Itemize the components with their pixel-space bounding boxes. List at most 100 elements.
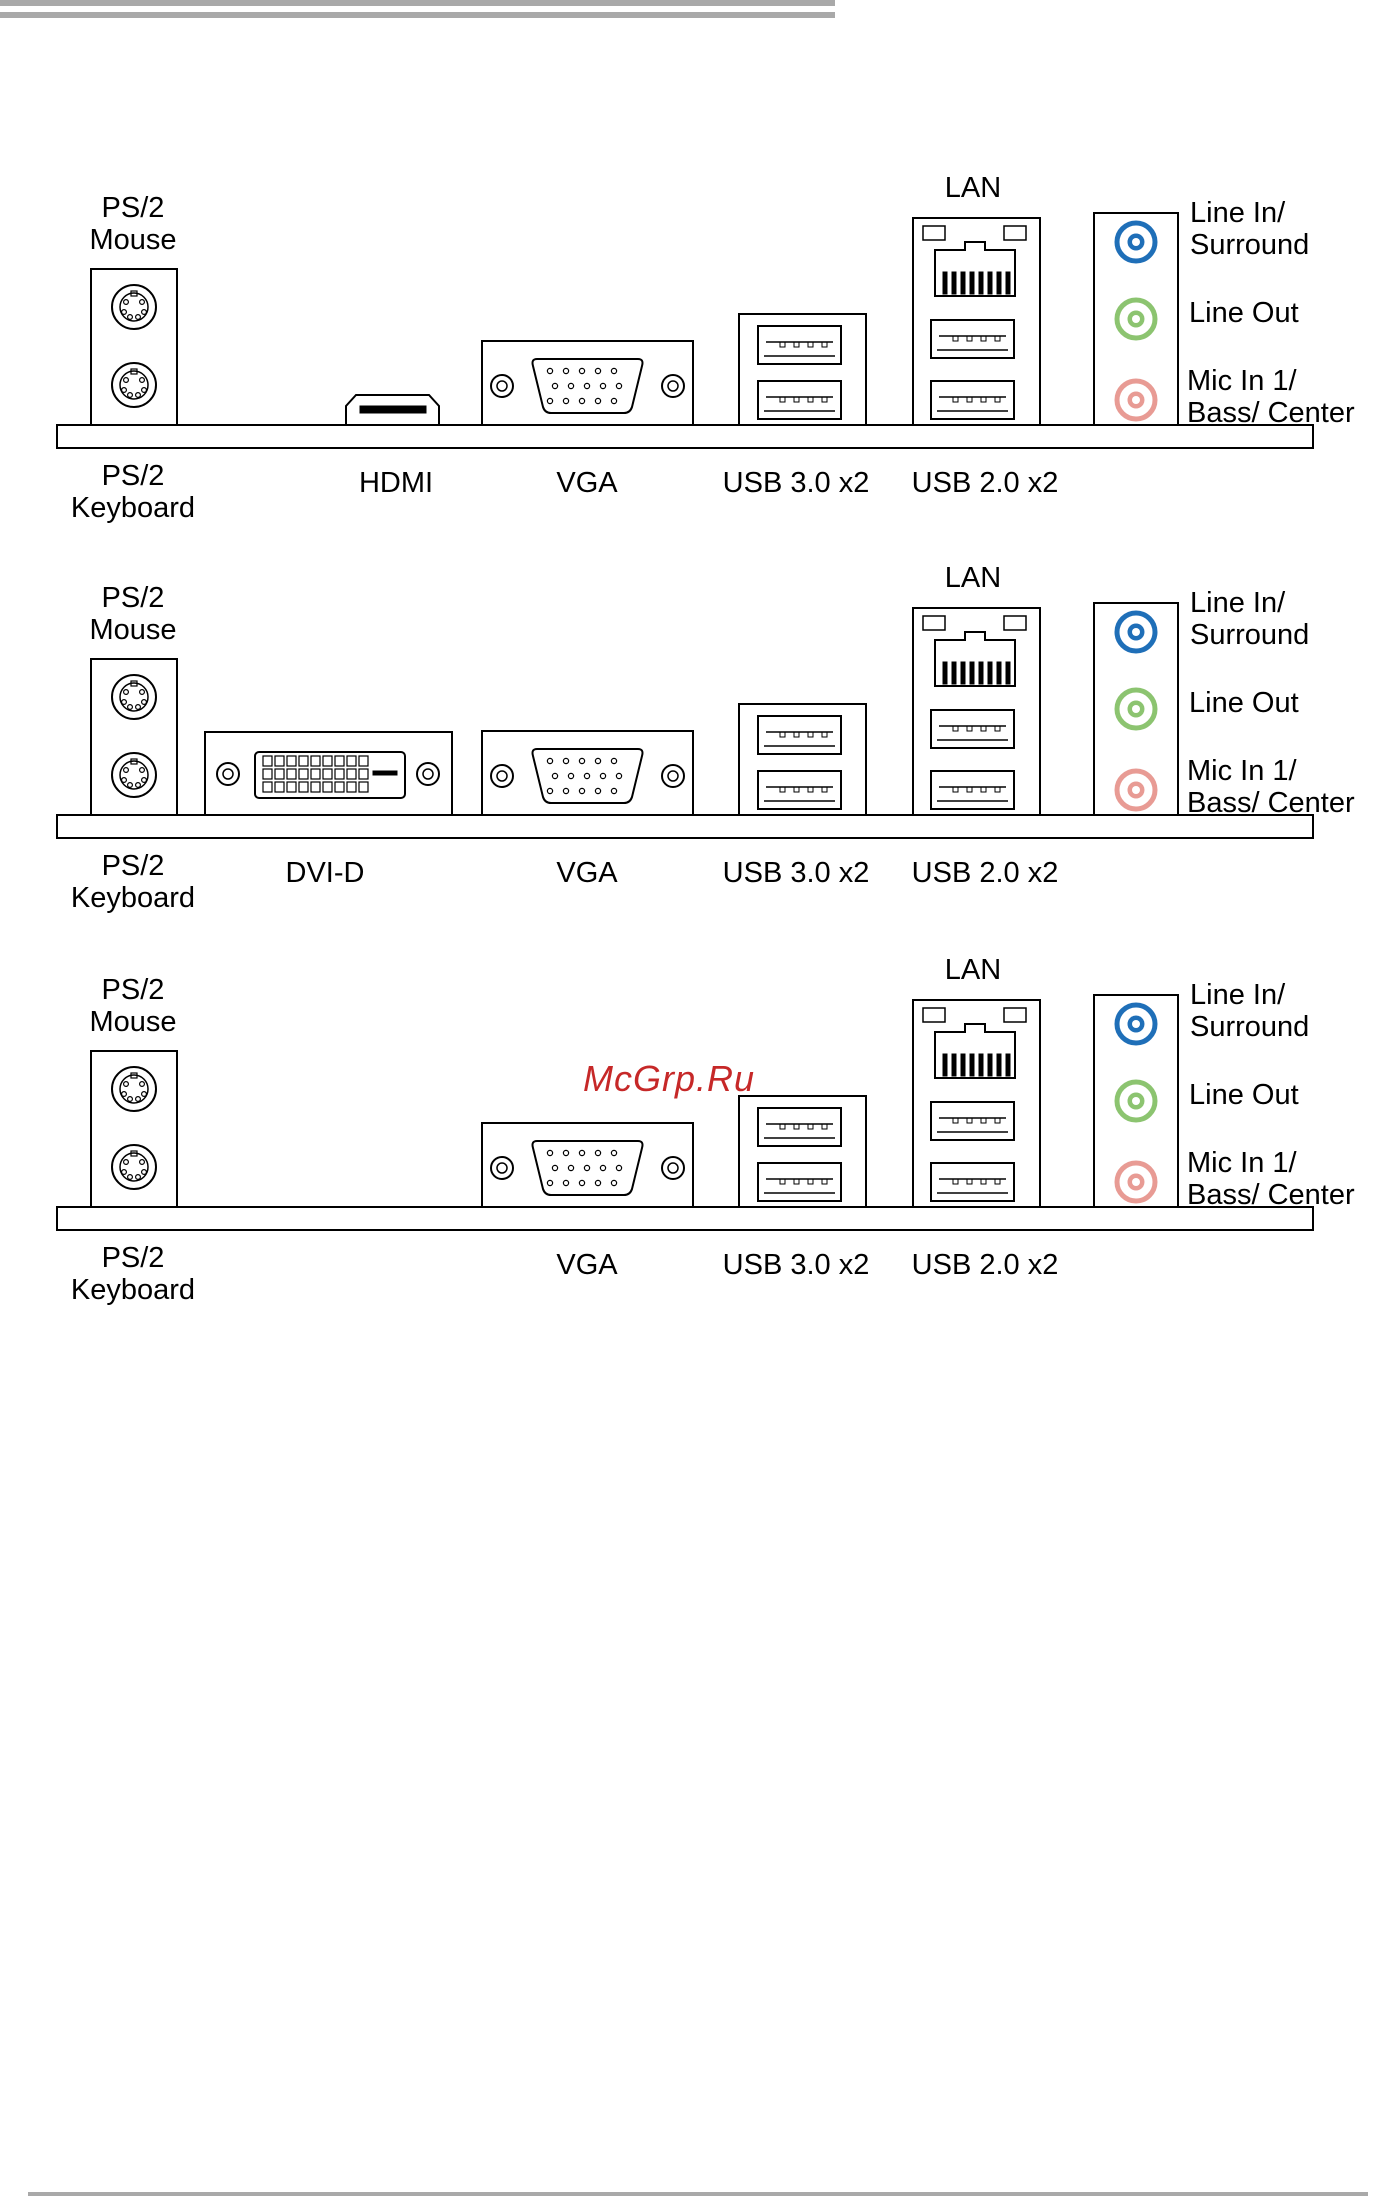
ps2-pin <box>126 392 133 399</box>
vga-screw-left <box>490 764 514 788</box>
usb3-port-bottom <box>757 1162 842 1202</box>
ps2-keyboard-label: PS/2 Keyboard <box>70 850 196 914</box>
lan-usb2-housing <box>912 999 1041 1208</box>
audio-jack-ring <box>1114 1079 1158 1123</box>
usb-pin <box>807 731 814 738</box>
usb-pin <box>966 335 973 342</box>
lan-usb2-housing <box>912 217 1041 426</box>
dvi-d-label: DVI-D <box>285 857 365 889</box>
usb-pin <box>807 341 814 348</box>
vga-pin <box>594 1149 602 1157</box>
dvi-pin <box>334 755 345 767</box>
lan-contact <box>951 1053 957 1077</box>
ps2-pin <box>139 377 146 384</box>
ps2-housing <box>90 658 178 816</box>
line-in-jack <box>1114 220 1158 264</box>
audio-jack-ring <box>1114 220 1158 264</box>
lan-contact <box>987 661 993 685</box>
vga-pin <box>615 382 623 390</box>
audio-jack-hole <box>1132 1097 1140 1105</box>
ps2-key <box>130 290 138 297</box>
vga-pin <box>599 772 607 780</box>
dvi-pin <box>262 781 273 793</box>
lan-contact <box>987 271 993 295</box>
usb-port-shell <box>930 770 1015 810</box>
usb-pin <box>821 396 828 403</box>
dvi-screw-right-center <box>422 768 434 780</box>
vga-pin <box>610 787 618 795</box>
ps2-pin <box>135 1095 142 1102</box>
usb-pin <box>994 725 1001 732</box>
usb-pin <box>980 396 987 403</box>
line-in-label: Line In/ Surround <box>1190 979 1310 1043</box>
ps2-port-ring <box>111 674 157 720</box>
dvi-pin <box>262 755 273 767</box>
lan-port <box>922 1007 1027 1079</box>
vga-pin <box>546 397 554 405</box>
usb-port-shell <box>930 1162 1015 1202</box>
usb-pin <box>807 396 814 403</box>
lan-contact <box>978 271 984 295</box>
vga-d-shell <box>531 748 644 804</box>
ps2-port-inner <box>119 760 149 790</box>
dvi-pin <box>334 781 345 793</box>
vga-label: VGA <box>556 467 618 499</box>
vga-pin <box>562 1149 570 1157</box>
dvi-pin <box>298 768 309 780</box>
watermark: McGrp.Ru <box>583 1058 756 1099</box>
dvi-frame <box>204 731 453 816</box>
vga-pin <box>562 787 570 795</box>
vga-frame <box>481 1122 694 1208</box>
ps2-port-ring <box>111 1066 157 1112</box>
usb-pin <box>980 725 987 732</box>
line-out-jack <box>1114 297 1158 341</box>
line-in-label: Line In/ Surround <box>1190 197 1310 261</box>
dvi-pin <box>358 755 369 767</box>
ps2-key <box>130 758 138 765</box>
vga-pin <box>594 397 602 405</box>
vga-screw-right <box>661 1156 685 1180</box>
usb-pin <box>779 341 786 348</box>
usb-pin <box>980 335 987 342</box>
hdmi-shell <box>345 394 440 425</box>
usb3-housing <box>738 1095 867 1208</box>
usb-pin <box>952 786 959 793</box>
ps2-pin <box>122 377 129 384</box>
lan-contact <box>1005 661 1011 685</box>
usb-pin <box>793 1123 800 1130</box>
audio-jack-hole <box>1132 786 1140 794</box>
ps2-pin <box>126 1095 133 1102</box>
usb3-housing <box>738 313 867 426</box>
ps2-pin <box>122 766 129 773</box>
vga-pin <box>578 787 586 795</box>
vga-screw-left <box>490 374 514 398</box>
ps2-key <box>130 680 138 687</box>
usb3-housing <box>738 703 867 816</box>
ps2-pin <box>139 688 146 695</box>
dvi-pin <box>262 768 273 780</box>
line-out-jack <box>1114 1079 1158 1123</box>
lan-contact <box>978 1053 984 1077</box>
vga-pin <box>562 1179 570 1187</box>
ps2-housing <box>90 268 178 426</box>
ps2-keyboard-label: PS/2 Keyboard <box>70 460 196 524</box>
ps2-mouse-label: PS/2 Mouse <box>89 192 177 256</box>
footer-rule <box>28 2192 1368 2196</box>
ps2-pin <box>139 766 146 773</box>
audio-housing <box>1093 212 1179 426</box>
ps2-pin <box>141 1168 148 1175</box>
ps2-pin <box>122 688 129 695</box>
vga-d-shell <box>531 1140 644 1196</box>
line-out-jack <box>1114 687 1158 731</box>
lan-contact <box>1005 1053 1011 1077</box>
mic-in-label: Mic In 1/ Bass/ Center <box>1187 1147 1355 1211</box>
line-out-label: Line Out <box>1189 1079 1299 1111</box>
ps2-port-ring <box>111 362 157 408</box>
ps2-pin <box>135 314 142 321</box>
panel-hdmi <box>56 212 1314 449</box>
vga-pin <box>610 367 618 375</box>
lan-contact <box>960 271 966 295</box>
vga-pin <box>615 772 623 780</box>
dvi-screw-left-center <box>222 768 234 780</box>
vga-pin <box>551 1164 559 1172</box>
